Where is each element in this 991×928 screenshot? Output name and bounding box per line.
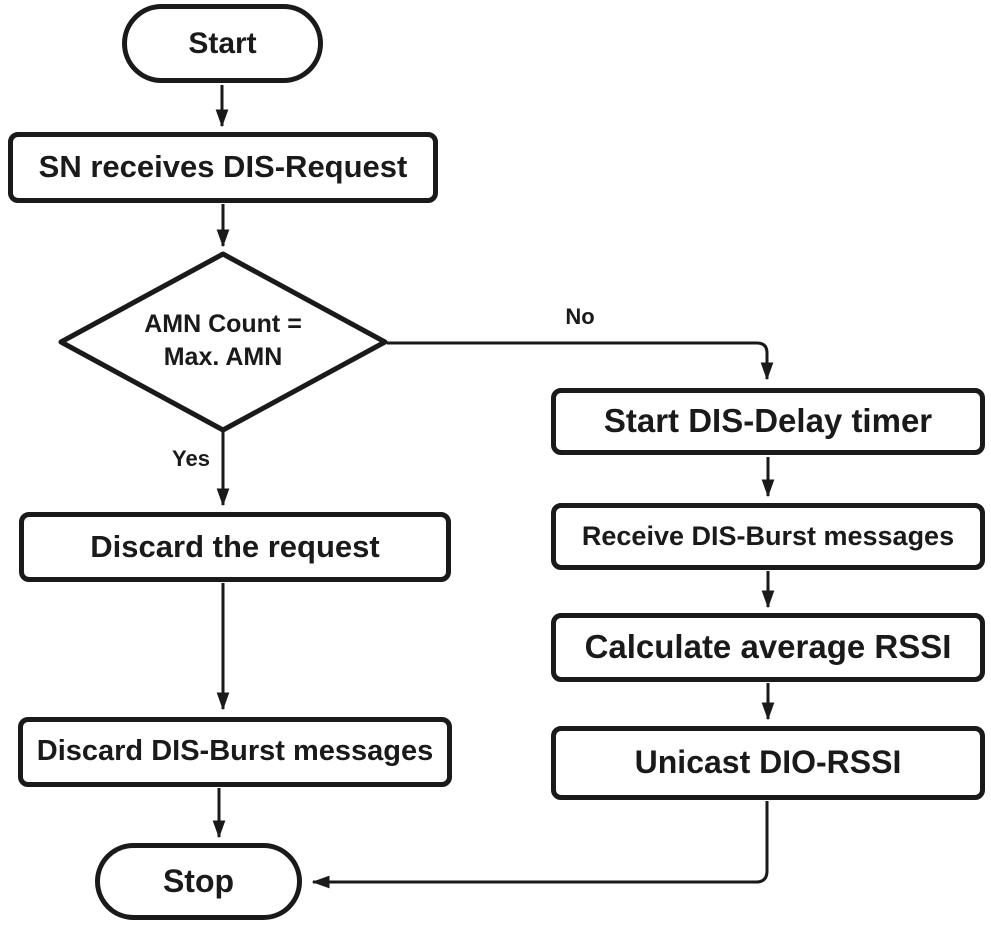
process-unicast-dio-rssi: Unicast DIO-RSSI <box>551 726 985 800</box>
edge-label-yes: Yes <box>172 446 210 471</box>
process-start-dis-delay-timer: Start DIS-Delay timer <box>551 388 985 455</box>
process-receive-dis-burst-messages: Receive DIS-Burst messages <box>551 503 985 570</box>
process-discard-dis-burst-messages: Discard DIS-Burst messages <box>18 717 452 787</box>
stop-terminator: Stop <box>95 843 302 920</box>
process-discard-the-request: Discard the request <box>19 512 451 582</box>
process-label: SN receives DIS-Request <box>38 149 408 185</box>
stop-label: Stop <box>162 862 235 899</box>
process-calculate-average-rssi: Calculate average RSSI <box>551 613 985 682</box>
arrow-unicast-to-stop <box>311 801 769 889</box>
start-label: Start <box>188 27 257 60</box>
decision-diamond-shape <box>58 251 388 433</box>
process-label: Discard the request <box>90 528 380 564</box>
process-label: Calculate average RSSI <box>584 628 952 666</box>
decision-label-line1: AMN Count = <box>144 310 302 338</box>
edge-label-no: No <box>565 304 595 329</box>
decision-amn-count-label: AMN Count = Max. AMN <box>103 303 343 379</box>
process-label: Start DIS-Delay timer <box>603 402 933 440</box>
decision-label-line2: Max. AMN <box>163 343 283 371</box>
process-label: Unicast DIO-RSSI <box>634 744 902 781</box>
arrow-decision-no-to-start-timer <box>387 341 774 381</box>
start-terminator: Start <box>122 4 323 83</box>
process-label: Receive DIS-Burst messages <box>581 520 955 551</box>
process-sn-receives-dis-request: SN receives DIS-Request <box>8 132 438 203</box>
process-label: Discard DIS-Burst messages <box>36 735 434 768</box>
